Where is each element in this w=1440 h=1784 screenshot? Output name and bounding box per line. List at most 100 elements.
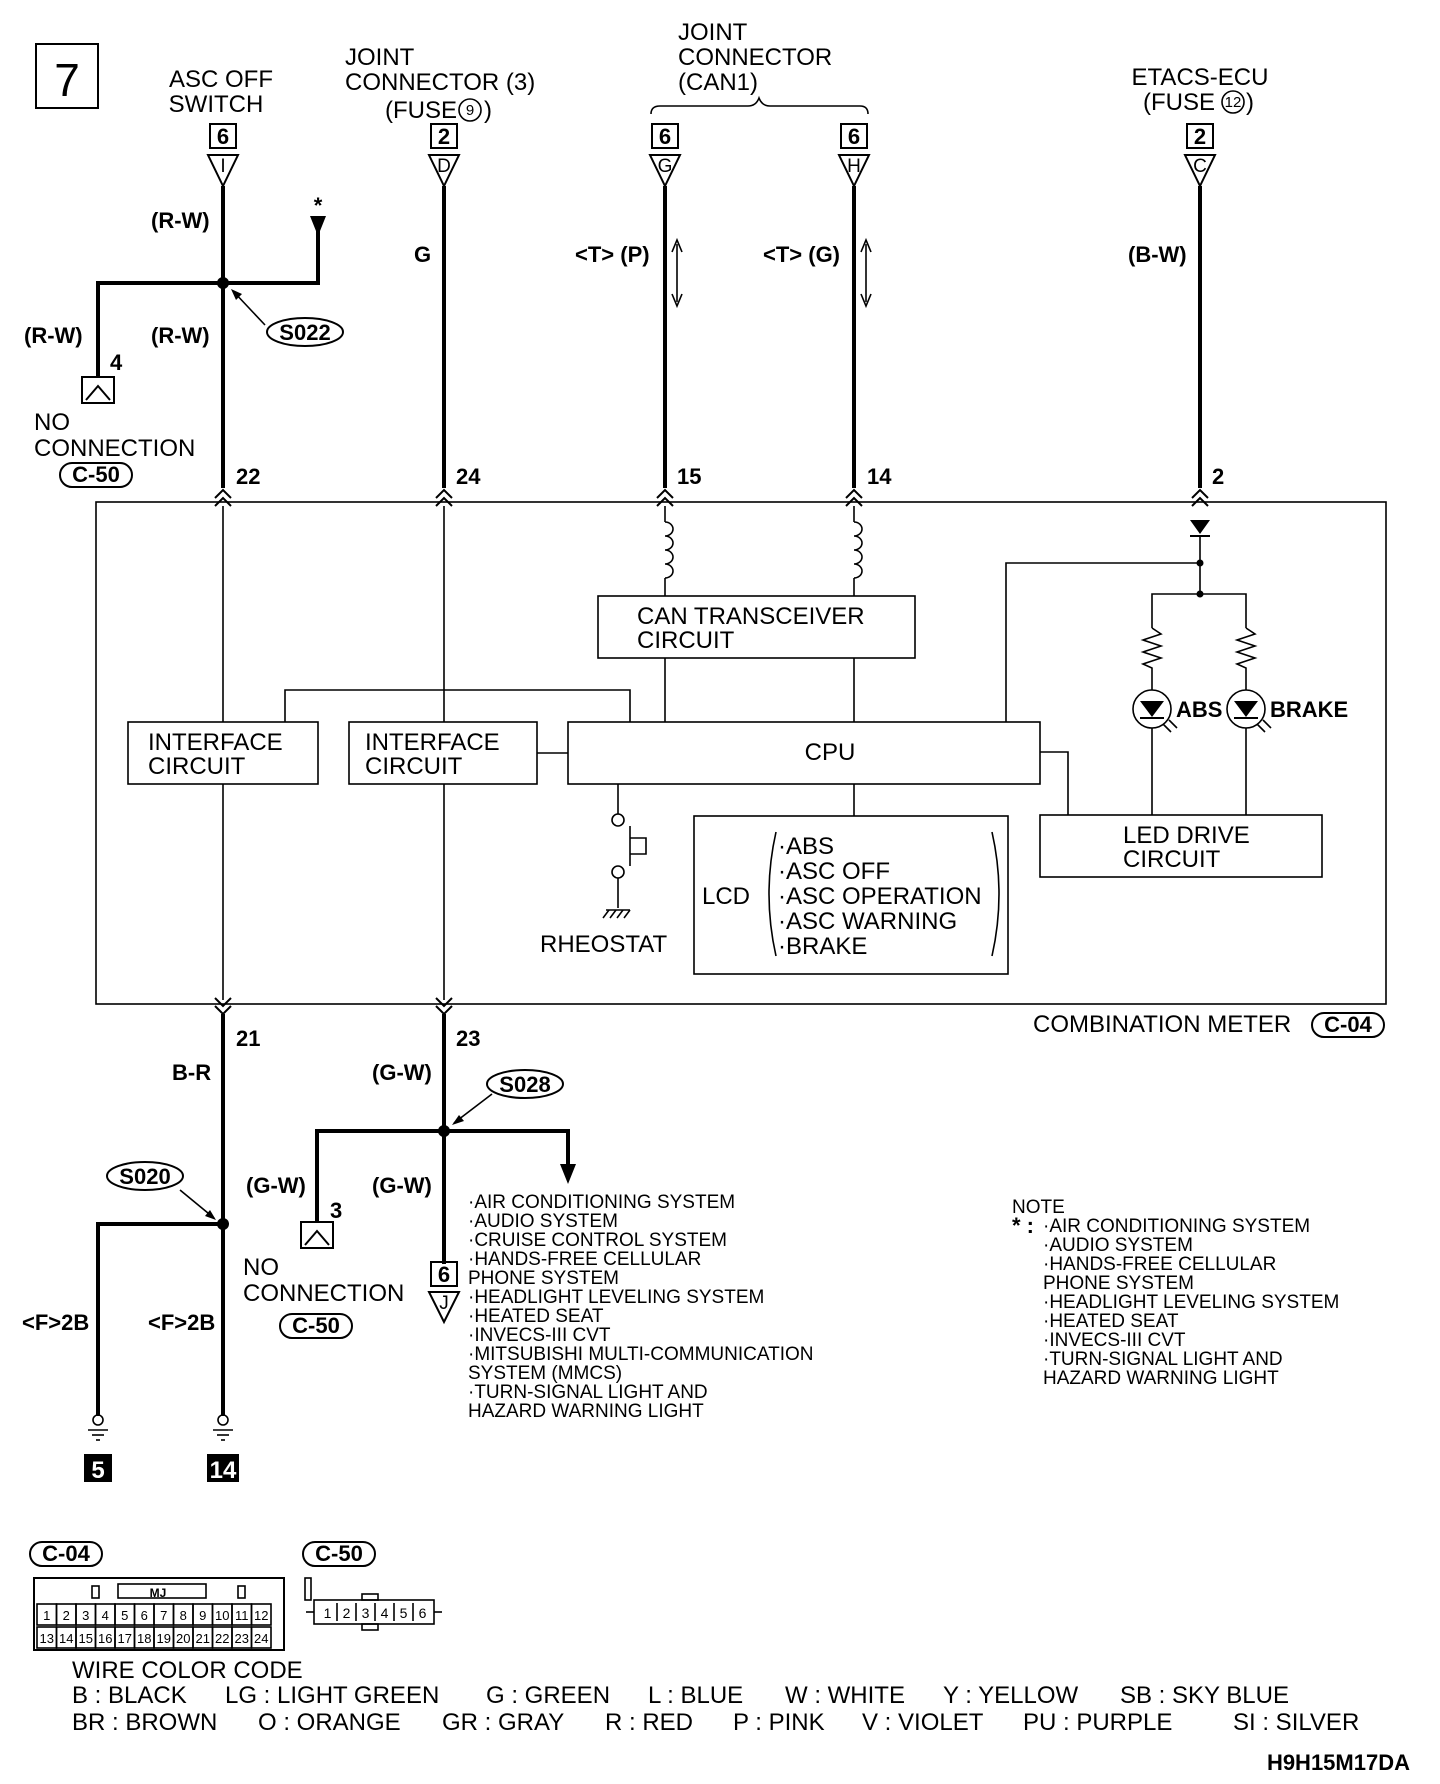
splice-s028-label: S028 — [499, 1072, 550, 1097]
lcd-item: ·ASC OFF — [778, 858, 890, 885]
pin-2: 2 — [1212, 464, 1224, 489]
interface-circuit-label: INTERFACE — [148, 729, 283, 756]
connector-can-g: 6 G — [648, 123, 682, 189]
svg-text:HAZARD WARNING LIGHT: HAZARD WARNING LIGHT — [468, 1401, 704, 1422]
pin-24: 24 — [456, 464, 481, 489]
pin-4: 4 — [110, 350, 123, 375]
wire-color-label: (R-W) — [151, 323, 210, 348]
page-number: 7 — [54, 54, 80, 106]
connector-pin-number: 4 — [381, 1605, 389, 1621]
svg-text:·CRUISE CONTROL SYSTEM: ·CRUISE CONTROL SYSTEM — [468, 1230, 727, 1251]
pin-15: 15 — [677, 464, 701, 489]
wire-code-entry: PU : PURPLE — [1023, 1709, 1172, 1736]
splice-dot — [438, 1125, 450, 1137]
svg-text:NOTE: NOTE — [1012, 1197, 1065, 1218]
can-transceiver-label: CIRCUIT — [637, 627, 735, 654]
wire-internal — [1005, 562, 1200, 722]
wire-color-label: (R-W) — [151, 208, 210, 233]
connector-joint3: 2 D — [427, 123, 461, 189]
connector-pin-number: 2 — [63, 1608, 70, 1623]
lcd-item: ·ABS — [778, 833, 834, 860]
connector-asc-off: 6 I — [206, 123, 240, 189]
coil-inductor — [664, 521, 674, 579]
abs-led-label: ABS — [1176, 697, 1222, 722]
branch-arrow — [560, 1164, 576, 1184]
ground-terminal-5: 5 — [84, 1414, 112, 1484]
svg-text:J: J — [439, 1293, 449, 1314]
combination-meter-box — [95, 501, 1387, 1005]
no-connection-label: CONNECTION — [34, 435, 195, 462]
legend-tag-c04-label: C-04 — [42, 1541, 90, 1566]
wire-color-label: <F>2B — [148, 1310, 215, 1335]
svg-text:·HANDS-FREE CELLULAR: ·HANDS-FREE CELLULAR — [468, 1249, 701, 1270]
svg-text:PHONE SYSTEM: PHONE SYSTEM — [1043, 1273, 1194, 1294]
connector-out-j: 6 J — [427, 1261, 461, 1325]
no-connection-terminal — [304, 1229, 330, 1246]
splice-s020-badge — [106, 1161, 184, 1191]
svg-text:6: 6 — [217, 124, 229, 149]
svg-text:·MITSUBISHI MULTI-COMMUNICATIO: ·MITSUBISHI MULTI-COMMUNICATION — [468, 1344, 814, 1365]
conn-tag-c50 — [59, 462, 133, 488]
lcd-item: ·ASC WARNING — [778, 908, 957, 935]
svg-text:·HEADLIGHT LEVELING SYSTEM: ·HEADLIGHT LEVELING SYSTEM — [1043, 1292, 1339, 1313]
wire-color-label: <F>2B — [22, 1310, 89, 1335]
connector-pin-number: 14 — [59, 1631, 73, 1646]
connector-pin-cell — [250, 1626, 272, 1649]
svg-text:H: H — [847, 156, 861, 177]
svg-text:6: 6 — [438, 1262, 450, 1287]
wire-internal — [1040, 751, 1069, 815]
wire-code-entry: R : RED — [605, 1709, 693, 1736]
lcd-item: ·BRAKE — [778, 933, 867, 960]
lcd-label: LCD — [702, 883, 750, 910]
connector-pin-number: 24 — [254, 1631, 268, 1646]
pin-3: 3 — [330, 1198, 342, 1223]
connector-pin-number: 12 — [254, 1608, 268, 1623]
star-mark: * — [314, 193, 323, 218]
terminal-chevron — [656, 488, 674, 507]
interface-circuit-label: INTERFACE — [365, 729, 500, 756]
conn-tag-c04-label: C-04 — [1324, 1012, 1372, 1037]
svg-text:·AIR CONDITIONING SYSTEM: ·AIR CONDITIONING SYSTEM — [468, 1192, 735, 1213]
joint-can-label: (CAN1) — [678, 69, 758, 96]
etacs-label: ETACS-ECU — [1132, 64, 1269, 91]
no-connection-label: NO — [243, 1254, 279, 1281]
svg-text:D: D — [437, 156, 451, 177]
splice-s028-badge — [486, 1069, 564, 1099]
connector-pin-number: 11 — [235, 1608, 249, 1623]
connector-pin-number: 3 — [82, 1608, 89, 1623]
svg-text:6: 6 — [659, 124, 671, 149]
svg-text:·HEADLIGHT LEVELING SYSTEM: ·HEADLIGHT LEVELING SYSTEM — [468, 1287, 764, 1308]
asc-off-label: SWITCH — [169, 91, 264, 118]
wire-code-entry: P : PINK — [733, 1709, 825, 1736]
conn-tag-c50 — [279, 1313, 353, 1339]
brake-led-icon — [1226, 689, 1272, 733]
connector-pin-number: 17 — [118, 1631, 132, 1646]
svg-text:C: C — [1193, 156, 1207, 177]
svg-text:·HEATED SEAT: ·HEATED SEAT — [468, 1306, 604, 1327]
wire-code-entry: Y : YELLOW — [943, 1682, 1079, 1709]
no-connection-terminal — [85, 384, 111, 401]
wire-code-title: WIRE COLOR CODE — [72, 1657, 303, 1684]
svg-text:2: 2 — [438, 124, 450, 149]
connector-pin-number: 10 — [215, 1608, 229, 1623]
diode-symbol — [1190, 520, 1210, 534]
svg-text:·TURN-SIGNAL LIGHT AND: ·TURN-SIGNAL LIGHT AND — [468, 1382, 708, 1403]
svg-text:·INVECS-III CVT: ·INVECS-III CVT — [468, 1325, 611, 1346]
connector-pin-number: 20 — [176, 1631, 190, 1646]
interface-circuit-1 — [127, 721, 319, 785]
etacs-label: ) — [1246, 89, 1254, 116]
pin-14: 14 — [867, 464, 892, 489]
wire-code-entry: SI : SILVER — [1233, 1709, 1359, 1736]
legend-tag-c50 — [302, 1541, 376, 1567]
wire-internal — [1151, 593, 1247, 628]
legend-tag-c50-label: C-50 — [315, 1541, 363, 1566]
bidirectional-arrow — [860, 237, 872, 309]
resistor-symbol — [1234, 627, 1258, 690]
wire-code-entry: LG : LIGHT GREEN — [225, 1682, 439, 1709]
can-transceiver-block — [597, 595, 916, 659]
interface-circuit-label: CIRCUIT — [365, 753, 463, 780]
no-connection-label: CONNECTION — [243, 1280, 404, 1307]
connector-pin-cell — [250, 1603, 272, 1626]
